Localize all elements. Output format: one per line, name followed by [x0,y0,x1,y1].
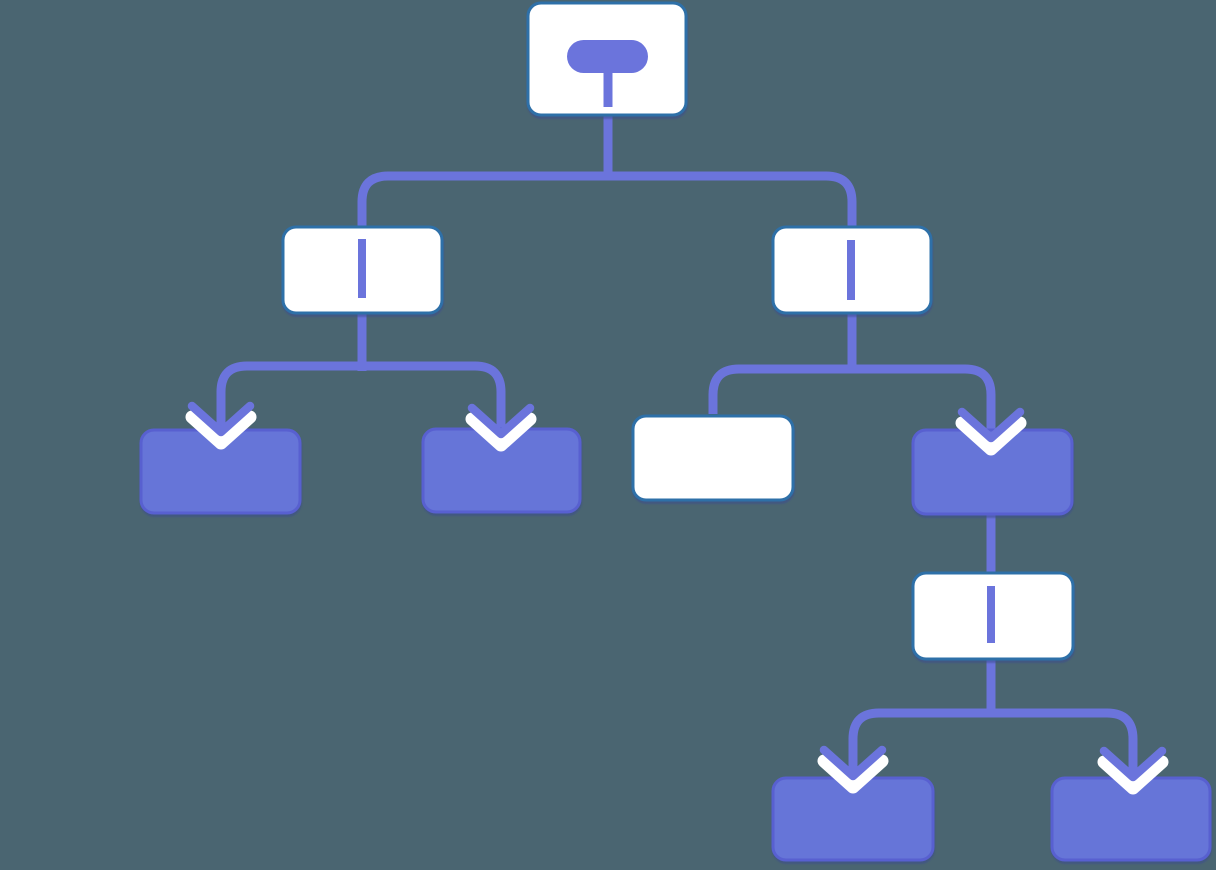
arrow-markers-layer [185,401,1169,795]
edge-level1-split-connector [357,171,857,229]
node-leaf-3[interactable] [631,414,795,502]
edge-right-split-connector [708,364,996,434]
arrow-leaf-1-white-chevron-icon [185,410,257,450]
edge-bottom-split-connector [848,708,1138,772]
node-leaf-4[interactable] [911,428,1074,516]
arrow-leaf-1-purple-chevron-icon [187,401,255,437]
node-root-pill-icon [567,40,648,73]
arrow-leaf-6-white-chevron-icon [1097,755,1169,795]
nodes-layer [139,1,1212,862]
edge-left-split-connector [216,361,506,430]
connectors-layer [216,114,1138,772]
arrow-leaf-2-purple-chevron-icon [467,403,535,439]
arrow-leaf-5-white-chevron-icon [817,754,889,794]
arrow-leaf-5-purple-chevron-icon [819,745,887,781]
arrow-leaf-4-white-chevron-icon [955,416,1027,456]
arrow-leaf-6-purple-chevron-icon [1099,746,1167,782]
arrow-leaf-2-white-chevron-icon [465,412,537,452]
arrow-leaf-4-purple-chevron-icon [957,407,1025,443]
